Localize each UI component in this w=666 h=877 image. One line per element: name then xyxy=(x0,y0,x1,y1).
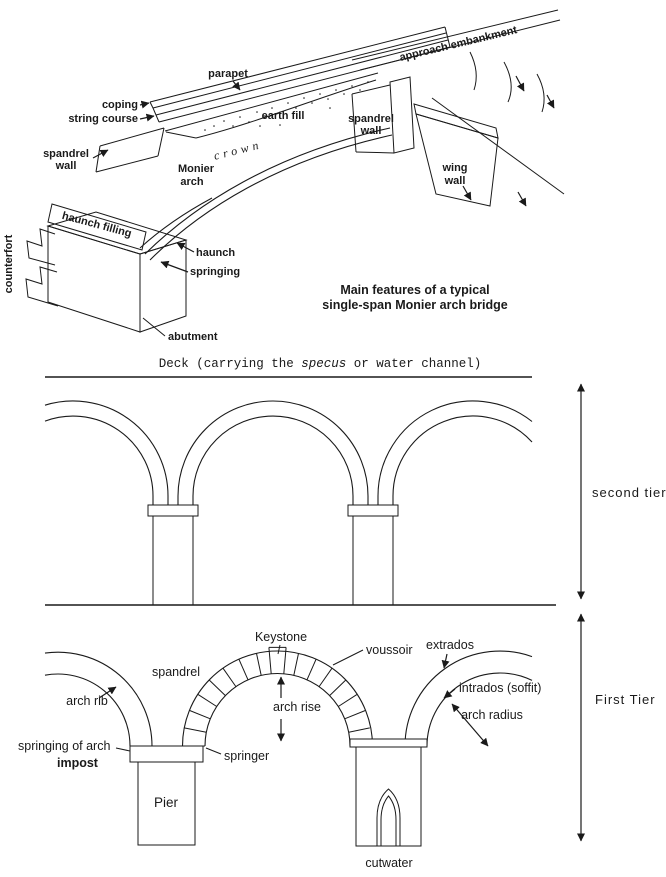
drainage-arrow xyxy=(546,94,555,109)
impost-block xyxy=(129,745,204,763)
stipple-dots xyxy=(204,81,369,131)
arch-rib-label: arch rib xyxy=(66,694,108,708)
first-tier-label: First Tier xyxy=(595,692,656,707)
monier-arch-label-1: Monier xyxy=(178,163,215,175)
springing-label: springing xyxy=(190,266,240,278)
crown-label: crown xyxy=(212,137,263,163)
caption-line-1: Main features of a typical xyxy=(340,283,489,297)
left-arch-extrados xyxy=(44,651,153,747)
impost-label: impost xyxy=(57,756,99,770)
spandrel-wall-left-drawing xyxy=(95,127,165,173)
first-tier-leader-lines xyxy=(98,644,456,755)
second-tier-piers xyxy=(147,504,399,606)
extrados-label: extrados xyxy=(426,638,474,652)
keystone-label: Keystone xyxy=(255,630,307,644)
pier-shaft xyxy=(352,515,394,606)
pier-shaft xyxy=(137,761,196,846)
spandrel-wall-right-label-2: wall xyxy=(360,125,382,137)
drainage-arrow xyxy=(517,191,527,207)
wing-wall-label-2: wall xyxy=(444,175,466,187)
counterfort-label: counterfort xyxy=(3,234,15,293)
monier-arch-label-2: arch xyxy=(180,176,204,188)
deck-label: Deck (carrying the specus or water chann… xyxy=(159,357,482,371)
right-arch-intrados xyxy=(426,672,533,747)
voussoir-label: voussoir xyxy=(366,643,413,657)
second-tier-drawing: second tier xyxy=(44,376,666,606)
haunch-filling-drawing xyxy=(47,203,147,251)
abutment-label: abutment xyxy=(168,331,218,343)
spandrel-wall-right-label-1: spandrel xyxy=(348,113,394,125)
spandrel-wall-right-drawing xyxy=(351,76,415,154)
counterfort-steps-lower xyxy=(25,266,59,307)
spandrel-label: spandrel xyxy=(152,665,200,679)
deck-label-specus: specus xyxy=(301,357,346,371)
counterfort-steps-upper xyxy=(26,228,56,266)
pier-label: Pier xyxy=(154,795,179,810)
string-course-label: string course xyxy=(68,113,138,125)
haunch-filling-label: haunch filling xyxy=(61,210,133,240)
deck-label-prefix: Deck (carrying the xyxy=(159,357,302,371)
cutwater-inner xyxy=(380,795,397,846)
coping-label: coping xyxy=(102,99,138,111)
earth-fill-label: earth fill xyxy=(262,110,305,122)
voussoir-joints xyxy=(182,646,373,747)
right-pier xyxy=(349,738,428,847)
arch-radius-label: arch radius xyxy=(461,708,523,722)
earth-fill-drawing xyxy=(165,79,377,139)
drainage-arrow xyxy=(515,75,525,92)
deck-label-suffix: or water channel) xyxy=(346,357,481,371)
haunch-label: haunch xyxy=(196,247,235,259)
cutwater-outline xyxy=(376,788,401,846)
intrados-label: intrados (soffit) xyxy=(459,681,541,695)
caption-line-2: single-span Monier arch bridge xyxy=(322,298,507,312)
pier-capital xyxy=(147,504,199,517)
abutment-drawing xyxy=(25,211,188,333)
left-pier xyxy=(129,745,204,846)
right-arch-extrados xyxy=(404,650,533,747)
second-tier-arches xyxy=(44,400,533,516)
wing-wall-drawing xyxy=(413,103,499,207)
monier-arch-drawing xyxy=(139,127,393,261)
bridge-sketch: parapet coping string course spandrel wa… xyxy=(3,9,565,343)
springing-of-arch-label: springing of arch xyxy=(18,739,110,753)
parapet-label: parapet xyxy=(208,68,248,80)
cutwater-label: cutwater xyxy=(365,856,412,870)
first-tier-drawing: Keystone voussoir extrados intrados (sof… xyxy=(18,613,656,870)
arch-rise-label: arch rise xyxy=(273,700,321,714)
sketch-leader-lines xyxy=(92,80,241,337)
pier-shaft xyxy=(152,515,194,606)
spandrel-wall-left-label-1: spandrel xyxy=(43,148,89,160)
second-tier-label: second tier xyxy=(592,485,666,500)
springer-label: springer xyxy=(224,749,269,763)
pier-cap xyxy=(349,738,428,748)
drainage-arrow xyxy=(462,185,472,201)
arch-radius-arrow xyxy=(451,703,489,747)
spandrel-wall-left-label-2: wall xyxy=(55,160,77,172)
pier-capital xyxy=(347,504,399,517)
embankment-drawing xyxy=(351,9,565,207)
wing-wall-label-1: wing xyxy=(441,162,467,174)
voussoir-arch xyxy=(181,646,374,747)
left-arch-intrados xyxy=(44,673,131,747)
